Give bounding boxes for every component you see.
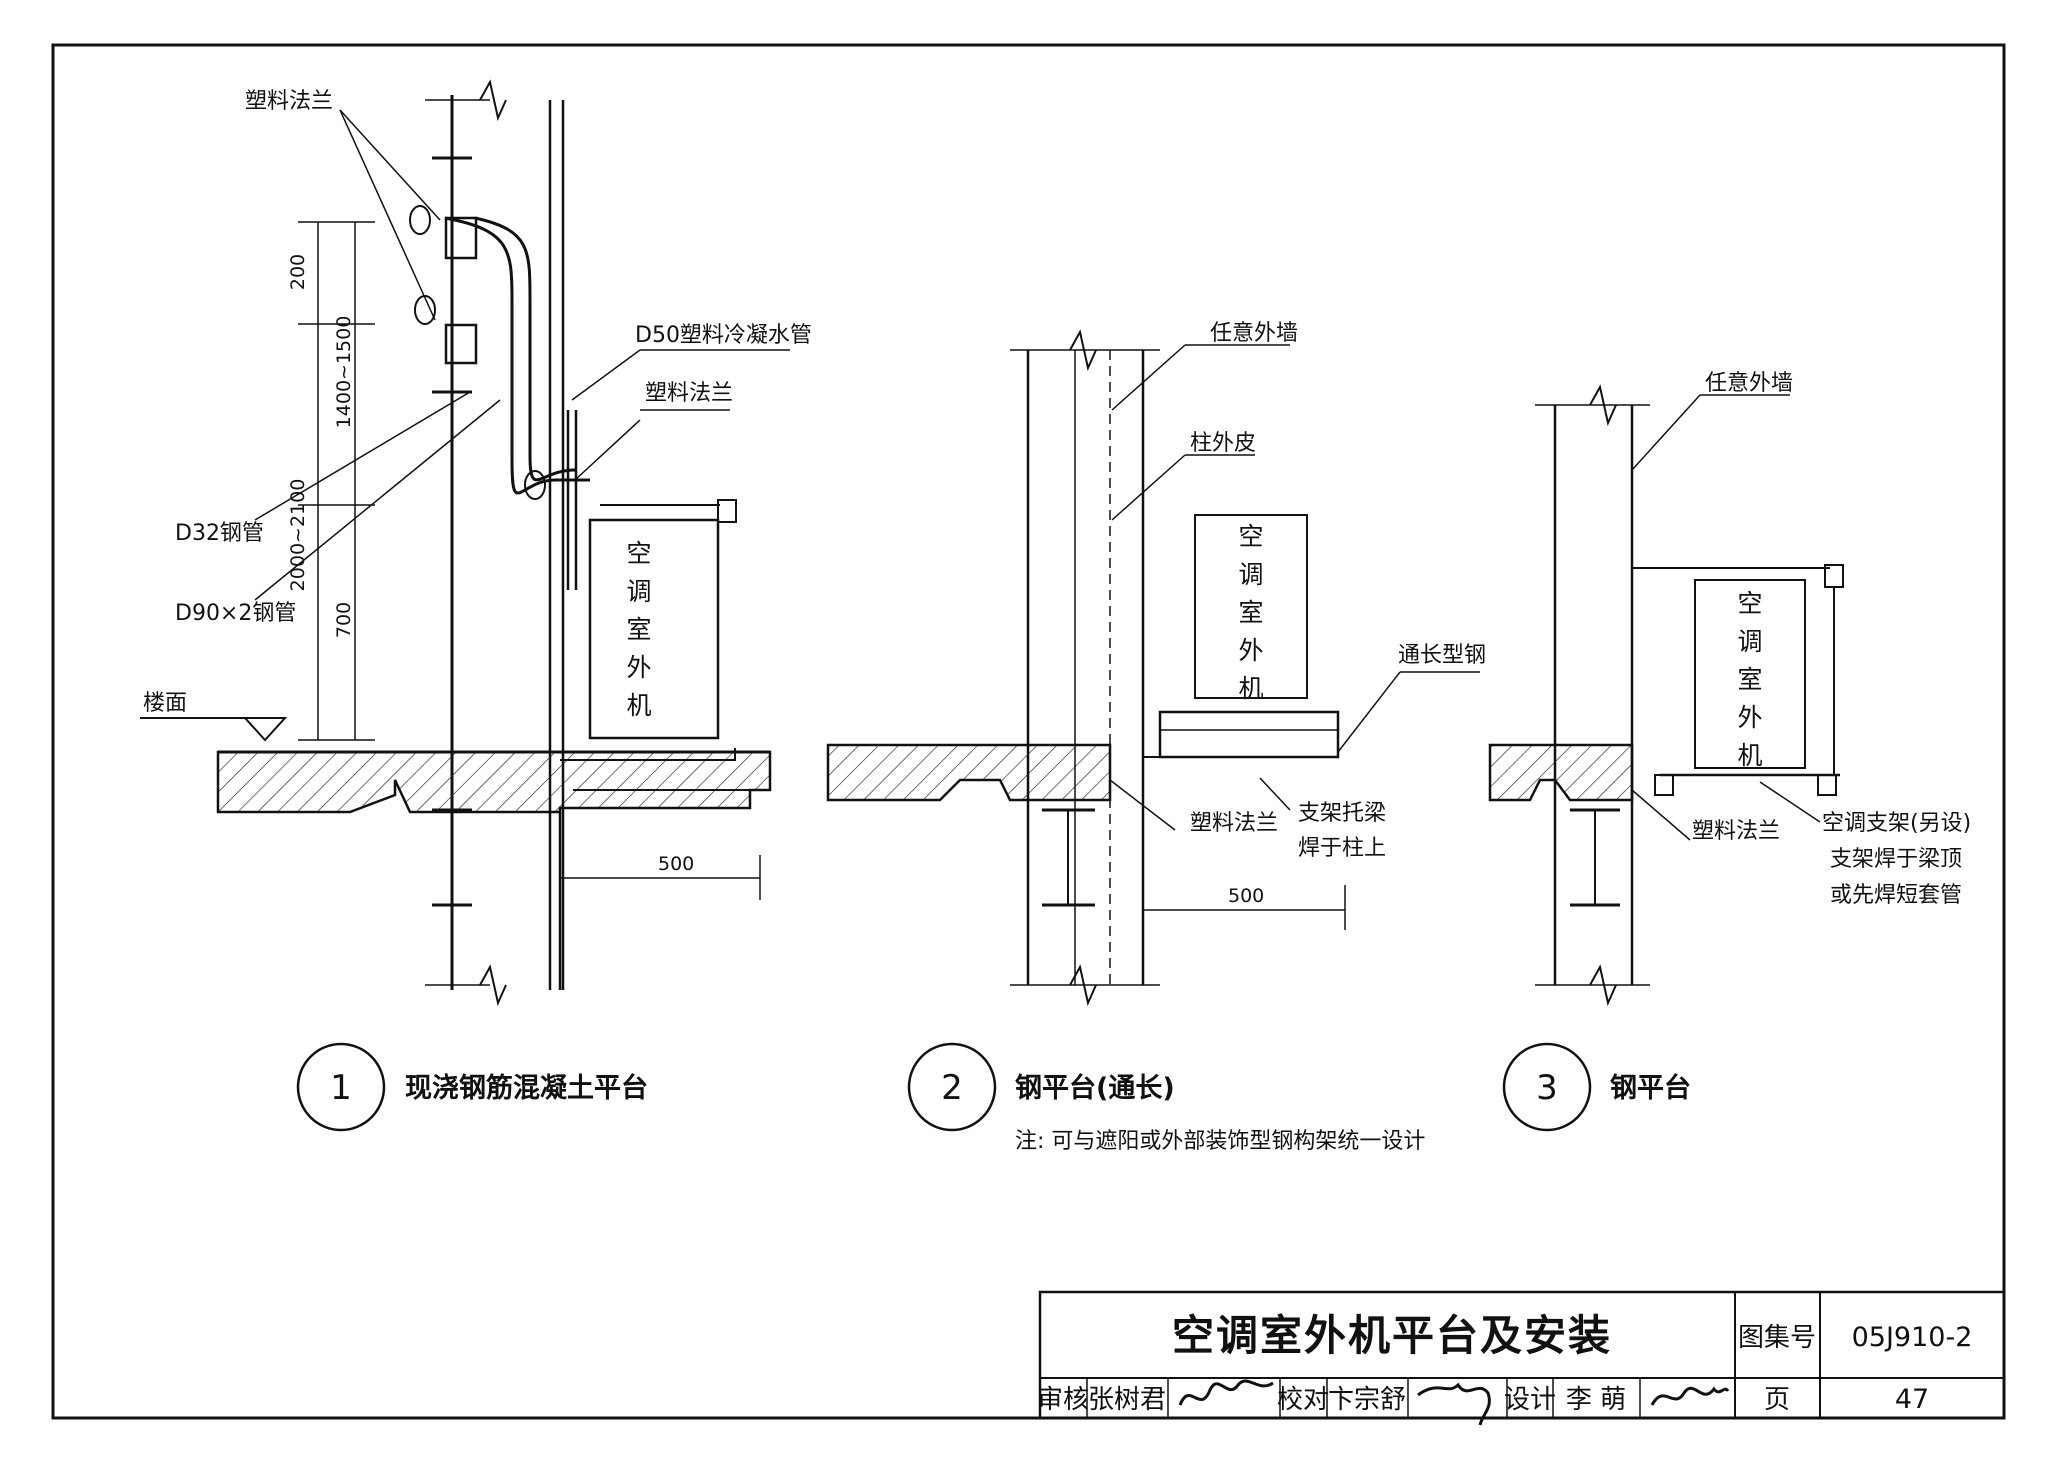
label-support-2: 支架焊于梁顶 bbox=[1830, 847, 1962, 872]
label-flange-mid: 塑料法兰 bbox=[645, 381, 733, 406]
atlas-value: 05J910-2 bbox=[1852, 1322, 1973, 1353]
detail-2-note: 注: 可与遮阳或外部装饰型钢构架统一设计 bbox=[1015, 1129, 1425, 1154]
review-label: 审核 bbox=[1037, 1385, 1089, 1415]
title-block-text: 空调室外机平台及安装 图集号 05J910-2 审核 张树君 校对 卞宗舒 设计… bbox=[1037, 1311, 1973, 1426]
detail-3-bubble bbox=[1502, 1042, 1592, 1132]
checker-name: 卞宗舒 bbox=[1328, 1385, 1406, 1415]
detail-2-number: 2 bbox=[941, 1068, 963, 1108]
designer-name: 李 萌 bbox=[1566, 1385, 1626, 1415]
title-block bbox=[1038, 1290, 2006, 1420]
detail-2-bubble bbox=[907, 1042, 997, 1132]
label-long-steel: 通长型钢 bbox=[1398, 643, 1486, 668]
atlas-label: 图集号 bbox=[1738, 1323, 1816, 1353]
detail-2-caption: 钢平台(通长) bbox=[1015, 1072, 1175, 1104]
unit-char: 机 bbox=[1238, 674, 1263, 703]
unit-char: 外 bbox=[1238, 636, 1263, 665]
designer-signature bbox=[1650, 1386, 1730, 1406]
unit-char: 调 bbox=[1737, 627, 1762, 656]
label-flange-top: 塑料法兰 bbox=[245, 89, 333, 114]
dim-2000-2100: 2000~2100 bbox=[287, 479, 309, 592]
checker-signature bbox=[1417, 1382, 1491, 1426]
reviewer-name: 张树君 bbox=[1088, 1385, 1166, 1415]
label-d90: D90×2钢管 bbox=[175, 601, 296, 626]
label-support-3: 或先焊短套管 bbox=[1830, 883, 1962, 908]
label-flange: 塑料法兰 bbox=[1692, 819, 1780, 844]
detail-3-number: 3 bbox=[1536, 1068, 1558, 1108]
label-support-1: 空调支架(另设) bbox=[1822, 811, 1971, 836]
unit-char: 外 bbox=[1737, 703, 1762, 732]
label-flange: 塑料法兰 bbox=[1190, 811, 1278, 836]
detail-3-caption: 钢平台 bbox=[1610, 1072, 1691, 1104]
unit-char: 机 bbox=[626, 691, 651, 720]
detail-3-drawing bbox=[1488, 384, 1844, 1007]
detail-3-labels: 任意外墙 塑料法兰 空调支架(另设) 支架焊于梁顶 或先焊短套管 空 调 室 外… bbox=[1692, 371, 1971, 908]
reviewer-signature bbox=[1178, 1379, 1274, 1406]
dim-500: 500 bbox=[1228, 885, 1264, 907]
label-floor: 楼面 bbox=[143, 691, 187, 716]
unit-char: 机 bbox=[1737, 741, 1762, 770]
detail-1-number: 1 bbox=[330, 1068, 352, 1108]
dim-700: 700 bbox=[333, 602, 355, 638]
unit-char: 调 bbox=[1238, 560, 1263, 589]
detail-1-drawing bbox=[140, 79, 790, 1007]
page-label: 页 bbox=[1764, 1385, 1790, 1415]
detail-1-labels: 塑料法兰 D50塑料冷凝水管 塑料法兰 D32钢管 D90×2钢管 楼面 200… bbox=[143, 89, 812, 875]
detail-1-bubble bbox=[296, 1042, 386, 1132]
label-bracket-1: 支架托梁 bbox=[1298, 801, 1386, 826]
detail-captions: 1 现浇钢筋混凝土平台 2 钢平台(通长) 注: 可与遮阳或外部装饰型钢构架统一… bbox=[296, 1042, 1691, 1154]
label-wall: 任意外墙 bbox=[1705, 371, 1793, 396]
detail-1-caption: 现浇钢筋混凝土平台 bbox=[405, 1072, 648, 1104]
label-condensate-pipe: D50塑料冷凝水管 bbox=[635, 323, 812, 348]
unit-char: 室 bbox=[1737, 665, 1762, 694]
dim-500: 500 bbox=[658, 853, 694, 875]
drawing-title: 空调室外机平台及安装 bbox=[1172, 1311, 1612, 1360]
unit-char: 室 bbox=[1238, 598, 1263, 627]
check-label: 校对 bbox=[1277, 1385, 1329, 1415]
detail-2-labels: 任意外墙 柱外皮 通长型钢 塑料法兰 支架托梁 焊于柱上 500 空 调 室 外… bbox=[1190, 321, 1486, 907]
dim-200: 200 bbox=[287, 254, 309, 290]
label-bracket-2: 焊于柱上 bbox=[1298, 836, 1386, 861]
unit-char: 空 bbox=[626, 539, 651, 568]
unit-char: 调 bbox=[626, 577, 651, 606]
detail-2-drawing bbox=[826, 329, 1480, 1007]
unit-char: 外 bbox=[626, 653, 651, 682]
drawing-frame bbox=[51, 43, 2006, 1420]
label-wall: 任意外墙 bbox=[1210, 321, 1298, 346]
dim-1400-1500: 1400~1500 bbox=[333, 316, 355, 429]
label-column-skin: 柱外皮 bbox=[1190, 431, 1256, 456]
label-d32: D32钢管 bbox=[175, 521, 264, 546]
unit-char: 空 bbox=[1238, 522, 1263, 551]
design-label: 设计 bbox=[1504, 1385, 1556, 1415]
unit-char: 空 bbox=[1737, 589, 1762, 618]
page-value: 47 bbox=[1895, 1384, 1929, 1415]
unit-char: 室 bbox=[626, 615, 651, 644]
